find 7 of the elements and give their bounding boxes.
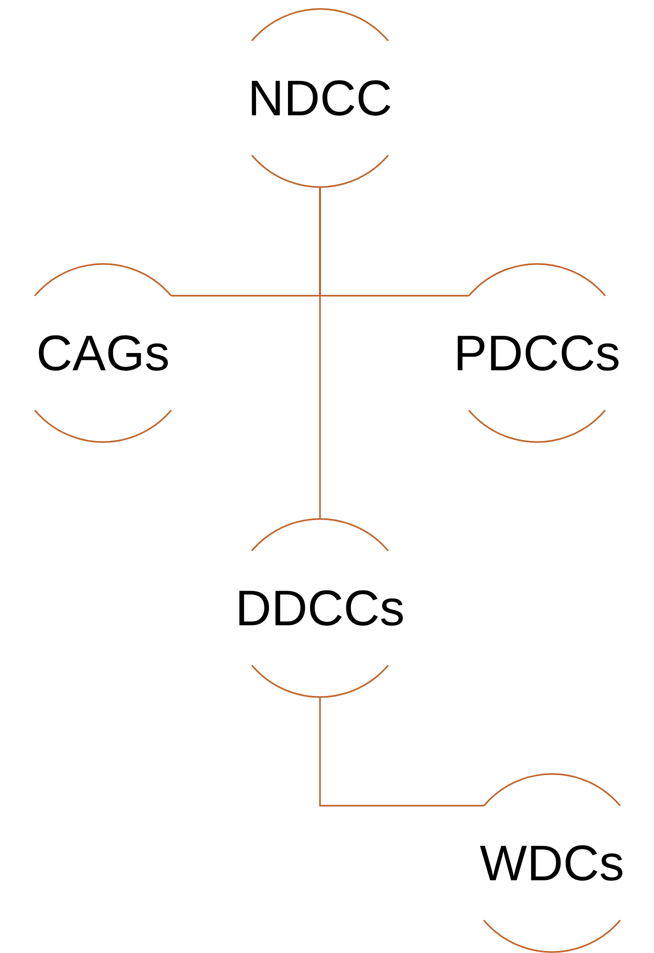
circle-node: DDCCs (239, 518, 403, 698)
circle-node: NDCC (251, 8, 390, 188)
circle-node: WDCs (480, 773, 622, 953)
circle-node: CAGs (34, 263, 172, 443)
circle-node: PDCCs (458, 263, 618, 443)
connector-line (319, 187, 321, 519)
connector-line (319, 697, 484, 806)
